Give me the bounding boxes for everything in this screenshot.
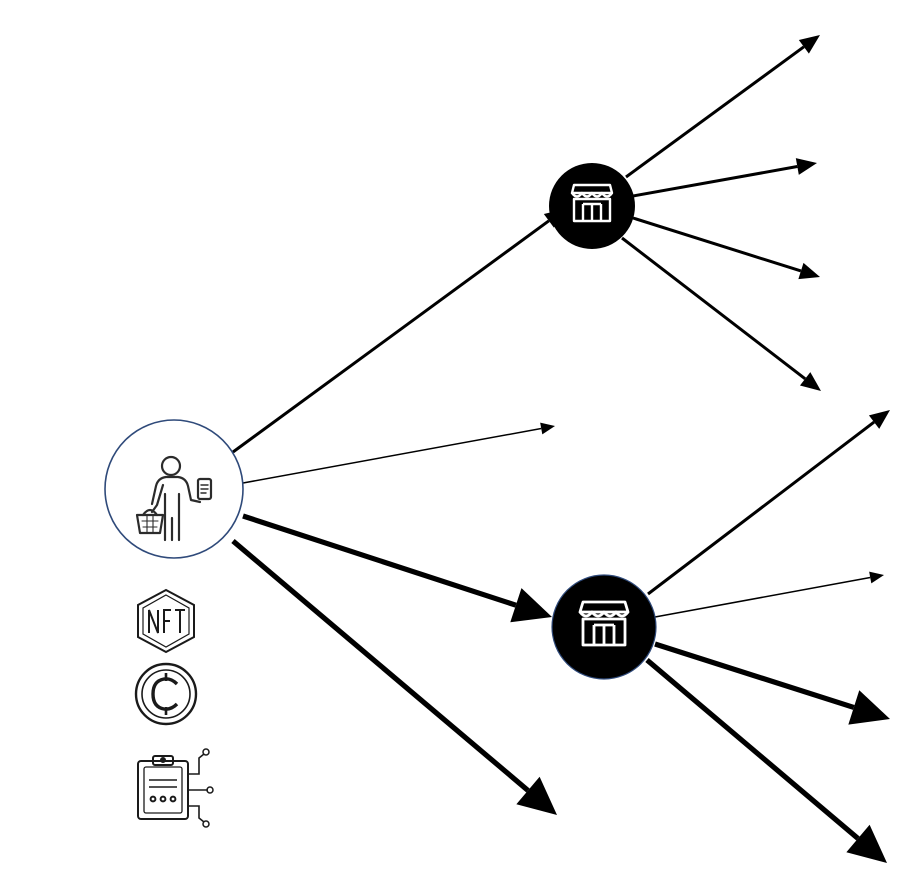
- arrowhead-consumer-to-open-bottom: [516, 776, 557, 815]
- edge-consumer-to-store-top: [232, 219, 550, 454]
- edge-store-top-out-2: [632, 165, 798, 198]
- arrowhead-store-bottom-out-3: [848, 690, 890, 725]
- edge-store-top-out-3: [632, 216, 802, 273]
- smart-contract-icon: [137, 748, 214, 828]
- consumer-with-basket-and-phone-icon: [135, 455, 213, 542]
- side-icons: [134, 588, 214, 828]
- consumer-node: [104, 419, 244, 559]
- nft-icon: [137, 588, 195, 654]
- store-top-node: [549, 163, 635, 249]
- store-bottom-node: [551, 574, 657, 680]
- storefront-icon: [578, 600, 630, 647]
- edge-consumer-to-open-bottom: [231, 539, 530, 793]
- edge-store-top-out-1: [625, 45, 805, 179]
- edge-consumer-to-open-middle: [242, 427, 542, 484]
- arrowhead-consumer-to-open-middle: [540, 422, 555, 435]
- arrowhead-store-bottom-out-1: [868, 410, 890, 429]
- storefront-icon: [570, 183, 614, 223]
- crypto-coin-icon: [134, 662, 198, 726]
- arrowhead-store-bottom-out-2: [869, 571, 884, 584]
- edge-store-bottom-out-3: [654, 641, 855, 710]
- edge-store-bottom-out-4: [645, 658, 860, 841]
- consumer-node-circle: [104, 419, 244, 559]
- edge-store-top-out-4: [621, 236, 807, 380]
- edge-consumer-to-store-bottom: [242, 513, 517, 608]
- arrowhead-store-top-out-3: [798, 262, 820, 280]
- edges-group: [231, 35, 890, 863]
- arrowhead-store-top-out-1: [798, 35, 820, 54]
- arrowhead-store-top-out-2: [795, 158, 817, 175]
- edge-store-bottom-out-1: [647, 420, 875, 596]
- arrowhead-store-bottom-out-4: [846, 824, 887, 863]
- arrowhead-consumer-to-store-bottom: [510, 588, 552, 623]
- edge-store-bottom-out-2: [654, 576, 871, 618]
- arrowhead-store-top-out-4: [799, 372, 821, 391]
